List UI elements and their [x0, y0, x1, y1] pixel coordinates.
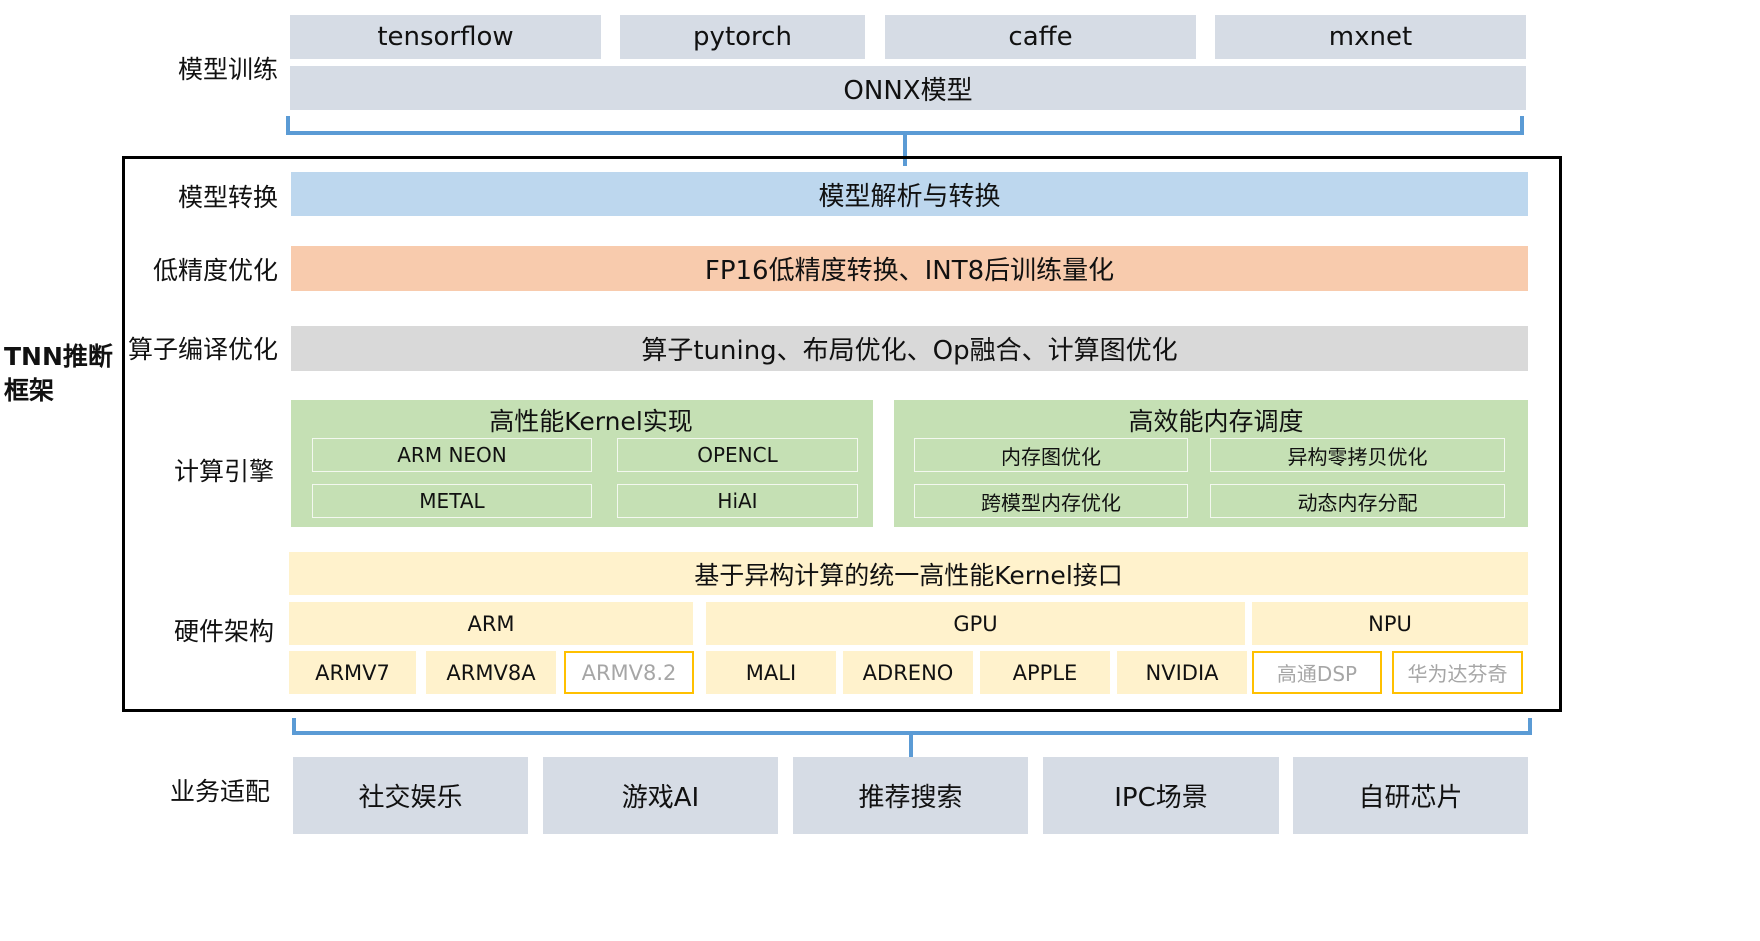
kernel-item: METAL — [312, 484, 592, 518]
framework-tensorflow: tensorflow — [290, 15, 601, 59]
hw-item-qualcomm-dsp: 高通DSP — [1252, 651, 1382, 694]
framework-label: TNN推断 框架 — [4, 340, 124, 408]
business-item: 推荐搜索 — [793, 757, 1028, 834]
memory-item: 内存图优化 — [914, 438, 1188, 472]
framework-mxnet: mxnet — [1215, 15, 1526, 59]
business-item: IPC场景 — [1043, 757, 1279, 834]
framework-pytorch: pytorch — [620, 15, 865, 59]
business-item: 社交娱乐 — [293, 757, 528, 834]
memory-item: 跨模型内存优化 — [914, 484, 1188, 518]
memory-panel-title: 高效能内存调度 — [1128, 407, 1304, 436]
hw-item-armv8-2: ARMV8.2 — [564, 651, 694, 694]
hw-item-mali: MALI — [706, 651, 836, 694]
hw-item-adreno: ADRENO — [843, 651, 973, 694]
hw-item-apple: APPLE — [980, 651, 1110, 694]
operator-compile-label: 算子编译优化 — [127, 335, 278, 364]
low-precision-bar: FP16低精度转换、INT8后训练量化 — [291, 246, 1528, 291]
hw-item-huawei-davinci: 华为达芬奇 — [1392, 651, 1523, 694]
business-item: 游戏AI — [543, 757, 778, 834]
business-label: 业务适配 — [169, 777, 270, 806]
compute-engine-label: 计算引擎 — [173, 457, 274, 486]
framework-label-line2: 框架 — [4, 376, 55, 405]
hw-group-npu: NPU — [1252, 602, 1528, 645]
training-label: 模型训练 — [177, 55, 278, 84]
kernel-item: OPENCL — [617, 438, 858, 472]
hardware-label: 硬件架构 — [173, 617, 274, 646]
memory-item: 异构零拷贝优化 — [1210, 438, 1505, 472]
framework-label-line1: TNN推断 — [4, 342, 113, 371]
hw-group-gpu: GPU — [706, 602, 1245, 645]
memory-item: 动态内存分配 — [1210, 484, 1505, 518]
onnx-model: ONNX模型 — [290, 66, 1526, 110]
business-item: 自研芯片 — [1293, 757, 1528, 834]
framework-caffe: caffe — [885, 15, 1196, 59]
kernel-item: HiAI — [617, 484, 858, 518]
kernel-item: ARM NEON — [312, 438, 592, 472]
low-precision-label: 低精度优化 — [152, 256, 278, 285]
top-brace — [286, 116, 1524, 166]
hw-group-arm: ARM — [289, 602, 693, 645]
hw-item-armv7: ARMV7 — [289, 651, 416, 694]
hw-item-armv8a: ARMV8A — [426, 651, 556, 694]
bottom-brace — [292, 718, 1532, 758]
tnn-framework-frame — [122, 156, 1562, 712]
conversion-bar: 模型解析与转换 — [291, 172, 1528, 216]
operator-compile-bar: 算子tuning、布局优化、Op融合、计算图优化 — [291, 326, 1528, 371]
kernel-panel-title: 高性能Kernel实现 — [489, 407, 693, 436]
kernel-interface-bar: 基于异构计算的统一高性能Kernel接口 — [289, 552, 1528, 595]
conversion-label: 模型转换 — [177, 183, 278, 212]
hw-item-nvidia: NVIDIA — [1117, 651, 1247, 694]
